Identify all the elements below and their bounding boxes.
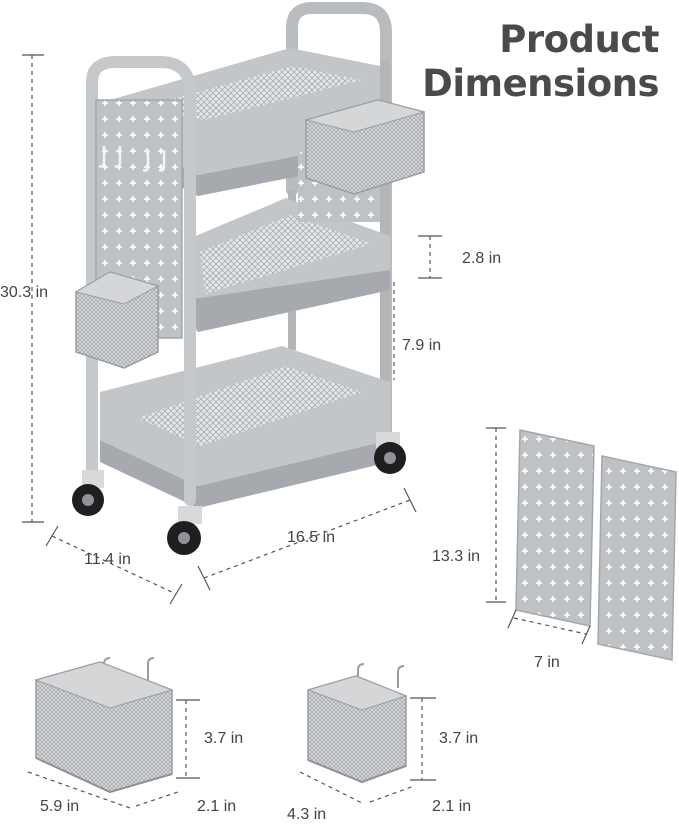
cart-caster-wheel xyxy=(167,506,202,555)
small-basket xyxy=(306,663,408,784)
label-small-basket-width: 2.1 in xyxy=(432,798,472,815)
cart-large-basket xyxy=(304,99,426,195)
page-title: Product Dimensions xyxy=(422,18,659,106)
label-small-basket-length: 4.3 in xyxy=(287,806,327,823)
label-cart-width: 11.4 in xyxy=(84,551,131,568)
pegboard-dimension-lines xyxy=(486,427,591,645)
label-shelf-spacing: 7.9 in xyxy=(402,337,442,354)
large-basket-dimension-lines xyxy=(27,699,200,809)
cart-front-handle xyxy=(86,56,196,506)
title-line-2: Dimensions xyxy=(422,62,659,105)
cart-caster-wheel xyxy=(72,470,104,516)
label-large-basket-width: 2.1 in xyxy=(197,798,237,815)
dimension-lines xyxy=(22,54,442,605)
label-pegboard-height: 13.3 in xyxy=(432,548,481,565)
pegboard-panel-left xyxy=(515,429,595,627)
cart-rear-handle xyxy=(286,2,392,446)
label-pegboard-width: 7 in xyxy=(534,654,560,671)
label-cart-length: 16.5 in xyxy=(287,529,336,546)
cart-bottom-shelf xyxy=(100,346,390,508)
label-large-basket-height: 3.7 in xyxy=(204,730,244,747)
small-basket-dimension-lines xyxy=(299,697,436,805)
pegboard-panel-right xyxy=(597,455,677,661)
cart-middle-shelf xyxy=(186,198,390,332)
cart-small-basket xyxy=(74,271,160,369)
rolling-cart xyxy=(72,2,426,555)
pegboard-panels xyxy=(515,429,677,661)
title-line-1: Product xyxy=(499,18,659,61)
label-small-basket-height: 3.7 in xyxy=(439,730,479,747)
large-basket xyxy=(34,657,174,794)
cart-caster-wheel xyxy=(374,432,406,474)
label-large-basket-length: 5.9 in xyxy=(40,798,80,815)
pegboard-hooks xyxy=(98,146,166,172)
label-shelf-depth: 2.8 in xyxy=(462,250,502,267)
label-cart-height: 30.3 in xyxy=(0,284,49,301)
